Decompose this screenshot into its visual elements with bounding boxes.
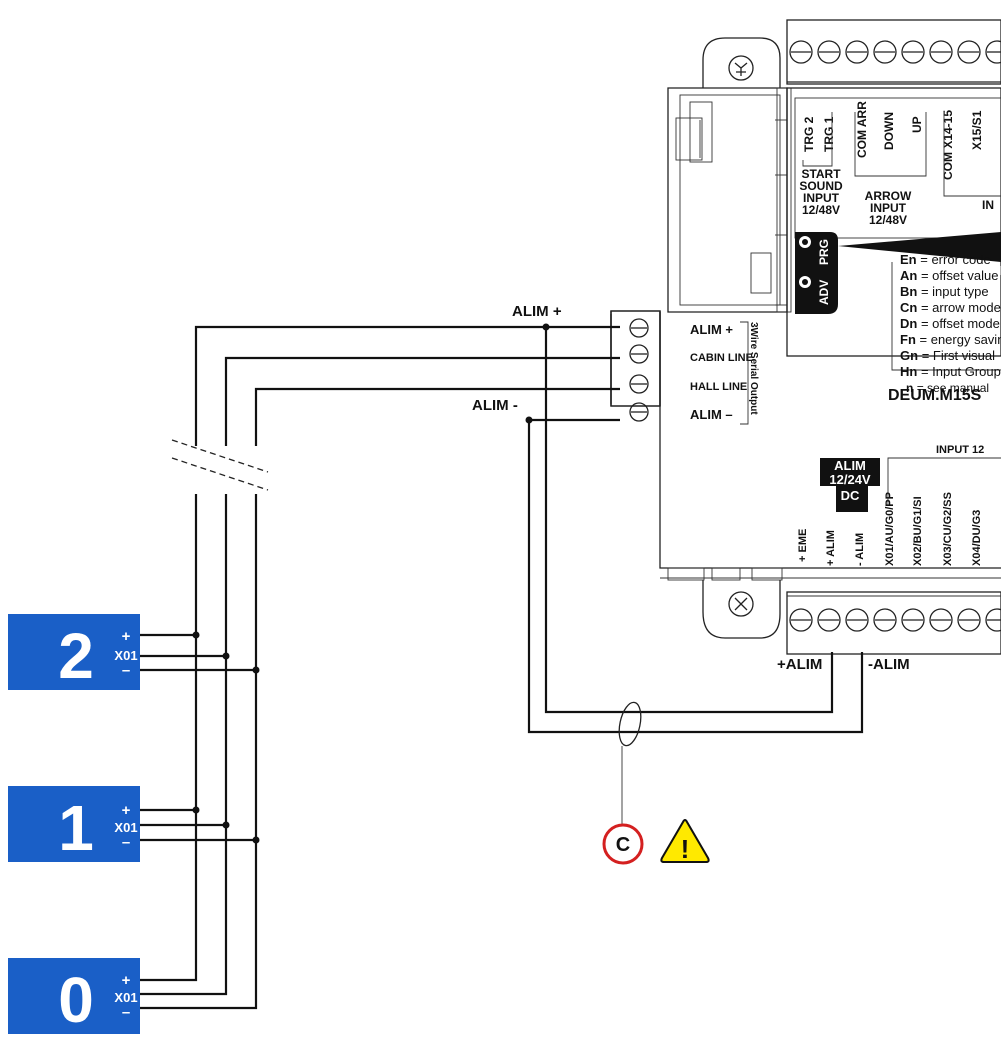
display-legend: DISPLAY LEGEND: [891, 262, 1001, 371]
controller-unit: [659, 19, 1001, 655]
minus-terminal-label: –: [122, 662, 130, 679]
wiring: [140, 323, 864, 1010]
svg-text:Dn = offset mode: Dn = offset mode: [900, 316, 1000, 331]
terminal-label-eme: + EME: [797, 529, 809, 562]
terminal-label-down: DOWN: [882, 112, 896, 150]
plus-terminal-label: +: [122, 628, 131, 645]
start-sound-line3: INPUT: [803, 191, 840, 205]
minus-terminal-label: –: [122, 1004, 130, 1021]
terminal-label-x03: X03/CU/G2/SS: [942, 492, 954, 566]
arrow-input-line1: ARROW: [865, 189, 912, 203]
serial-label-cabin-line: CABIN LINE: [690, 352, 753, 364]
input-group-partial-label: IN: [982, 198, 994, 212]
serial-label-hall-line: HALL LINE: [690, 381, 747, 393]
warning-icon: !: [660, 819, 710, 864]
terminal-label-com-x14-15: COM X14-15: [941, 110, 955, 180]
floor-display-1: 1 + X01 –: [8, 786, 140, 864]
start-sound-line4: 12/48V: [802, 203, 840, 217]
start-sound-line2: SOUND: [799, 179, 843, 193]
bottom-terminal-labels: + EME + ALIM - ALIM X01/AU/G0/PP X02/BU/…: [797, 444, 1001, 566]
legend-list: En = error code An = offset value Bn = i…: [900, 252, 1001, 395]
serial-label-alim-plus: ALIM +: [690, 322, 733, 337]
floor-display-2: 2 + X01 –: [8, 614, 140, 692]
terminal-label-com-arr: COM ARR: [855, 101, 869, 158]
arrow-input-line3: 12/48V: [869, 213, 907, 227]
floor-number: 0: [58, 964, 94, 1036]
adv-button[interactable]: ADV: [799, 276, 831, 305]
input-terminal-label: X01: [114, 990, 137, 1005]
svg-text:Bn = input type: Bn = input type: [900, 284, 989, 299]
floor-display-0: 0 + X01 –: [8, 958, 140, 1036]
terminal-label-x04: X04/DU/G3: [971, 510, 983, 566]
terminal-label-trg1: TRG 1: [822, 116, 836, 152]
alim-plus-label: ALIM +: [512, 303, 562, 320]
floor-display-panel: [8, 786, 140, 862]
terminal-label-x01: X01/AU/G0/PP: [884, 492, 896, 566]
start-sound-line1: START: [801, 167, 841, 181]
top-terminal-labels: TRG 2 TRG 1 COM ARR DOWN UP COM X14-15 X…: [799, 101, 1001, 227]
input-terminal-label: X01: [114, 648, 137, 663]
svg-text:An = offset value: An = offset value: [900, 268, 998, 283]
bottom-terminal-screws: [789, 608, 1001, 632]
terminal-label-up: UP: [910, 116, 924, 133]
button-panel: PRG ADV: [795, 232, 1001, 314]
terminal-label-trg2: TRG 2: [802, 116, 816, 152]
svg-text:Fn = energy saving: Fn = energy saving: [900, 332, 1001, 347]
terminal-label-plus-alim: + ALIM: [825, 530, 837, 566]
warning-symbol: !: [681, 834, 690, 864]
alim-badge-line2: 12/24V: [829, 472, 871, 487]
input-group-label: INPUT 12: [936, 444, 984, 456]
serial-output-title: 3Wire Serial Output: [748, 322, 759, 415]
serial-terminal-labels: ALIM + CABIN LINE HALL LINE ALIM – 3Wire…: [690, 321, 759, 425]
input-terminal-label: X01: [114, 820, 137, 835]
floor-number: 1: [58, 792, 94, 864]
bottom-plus-label: +ALIM: [777, 656, 822, 673]
alim-badge: ALIM 12/24V DC: [820, 458, 880, 512]
display-legend-title: DISPLAY LEGEND: [906, 263, 1001, 278]
top-terminal-screws: [789, 40, 1001, 64]
prg-button[interactable]: PRG: [799, 236, 831, 265]
callout-letter: C: [616, 834, 630, 856]
floor-display-panel: [8, 958, 140, 1034]
svg-text:n = see manual: n = see manual: [906, 381, 989, 395]
alim-badge-line1: ALIM: [834, 458, 866, 473]
plus-terminal-label: +: [122, 802, 131, 819]
callout-c: C: [602, 823, 644, 865]
alim-minus-label: ALIM -: [472, 397, 518, 414]
svg-text:Hn = Input Group: Hn = Input Group: [900, 364, 1001, 379]
alim-badge-line3: DC: [841, 488, 860, 503]
prg-button-label: PRG: [817, 239, 831, 265]
svg-text:Cn = arrow mode: Cn = arrow mode: [900, 300, 1001, 315]
terminal-label-x15-s1: X15/S1: [970, 110, 984, 150]
terminal-label-x02: X02/BU/G1/SI: [912, 496, 924, 566]
floor-display-panel: [8, 614, 140, 690]
plus-terminal-label: +: [122, 972, 131, 989]
adv-button-label: ADV: [817, 280, 831, 305]
warning-triangle: [660, 819, 710, 863]
floor-number: 2: [58, 620, 94, 692]
terminal-label-minus-alim: - ALIM: [854, 533, 866, 566]
device-model: DEUM.M15S: [888, 387, 982, 404]
serial-label-alim-minus: ALIM –: [690, 407, 733, 422]
svg-text:En = error code: En = error code: [900, 252, 991, 267]
arrow-input-line2: INPUT: [870, 201, 907, 215]
callout-circle: [602, 823, 644, 865]
minus-terminal-label: –: [122, 834, 130, 851]
bottom-minus-label: -ALIM: [868, 656, 910, 673]
svg-text:Gn = First visual: Gn = First visual: [900, 348, 995, 363]
